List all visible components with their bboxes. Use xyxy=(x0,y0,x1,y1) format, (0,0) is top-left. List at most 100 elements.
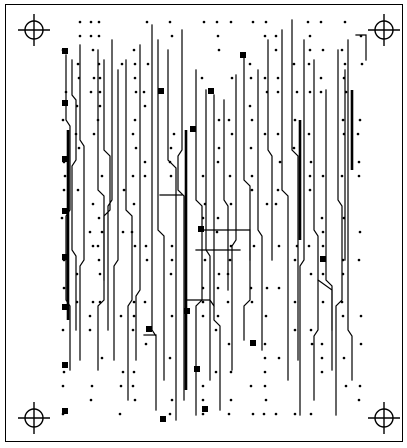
via xyxy=(274,48,278,52)
via xyxy=(358,230,362,234)
via xyxy=(133,398,137,402)
via xyxy=(61,328,65,332)
trace xyxy=(257,69,263,351)
via xyxy=(200,76,204,80)
via xyxy=(201,314,205,318)
via xyxy=(62,188,66,192)
pad xyxy=(208,88,214,94)
via xyxy=(170,34,174,38)
via xyxy=(145,20,149,24)
via xyxy=(119,314,123,318)
crosshair-circle-icon xyxy=(368,14,400,46)
pad xyxy=(62,362,68,368)
via xyxy=(215,230,219,234)
via xyxy=(342,216,346,220)
via xyxy=(321,174,325,178)
via xyxy=(229,20,233,24)
via xyxy=(201,216,205,220)
via xyxy=(75,272,79,276)
via xyxy=(264,314,268,318)
via xyxy=(359,314,363,318)
via xyxy=(92,76,96,80)
trace xyxy=(335,49,343,416)
via xyxy=(92,132,96,136)
via xyxy=(143,300,147,304)
via xyxy=(90,384,94,388)
pad xyxy=(194,366,200,372)
via xyxy=(216,286,220,290)
via xyxy=(214,370,218,374)
trace xyxy=(291,19,299,361)
trace xyxy=(167,49,177,421)
via xyxy=(131,174,135,178)
via xyxy=(342,76,346,80)
via xyxy=(321,230,325,234)
via xyxy=(214,328,218,332)
via xyxy=(146,62,150,66)
via xyxy=(342,356,346,360)
via xyxy=(144,342,148,346)
pad xyxy=(250,340,256,346)
via xyxy=(357,398,361,402)
via xyxy=(358,384,362,388)
board-outline xyxy=(5,4,403,442)
via xyxy=(277,286,281,290)
via xyxy=(98,76,102,80)
via xyxy=(132,202,136,206)
via xyxy=(88,314,92,318)
via xyxy=(341,314,345,318)
via xyxy=(169,174,173,178)
via xyxy=(61,118,65,122)
via xyxy=(307,62,311,66)
via xyxy=(250,118,254,122)
trace xyxy=(317,279,333,331)
trace xyxy=(125,59,133,401)
via xyxy=(357,174,361,178)
via xyxy=(142,90,146,94)
via xyxy=(62,160,66,164)
via xyxy=(341,258,345,262)
via xyxy=(216,160,220,164)
via xyxy=(168,20,172,24)
via xyxy=(132,48,136,52)
via xyxy=(169,146,173,150)
via xyxy=(97,62,101,66)
via xyxy=(100,356,104,360)
via xyxy=(264,20,268,24)
via xyxy=(100,230,104,234)
via xyxy=(309,328,313,332)
via xyxy=(274,34,278,38)
via xyxy=(293,258,297,262)
via xyxy=(97,258,101,262)
via xyxy=(91,202,95,206)
via xyxy=(98,272,102,276)
via xyxy=(341,272,345,276)
via xyxy=(264,398,268,402)
via xyxy=(134,146,138,150)
via xyxy=(340,48,344,52)
via xyxy=(74,132,78,136)
via xyxy=(265,90,269,94)
via xyxy=(343,62,347,66)
via xyxy=(89,34,93,38)
via xyxy=(274,202,278,206)
trace xyxy=(199,229,251,261)
via xyxy=(132,370,136,374)
via xyxy=(98,104,102,108)
via xyxy=(344,90,348,94)
via xyxy=(263,132,267,136)
via xyxy=(97,20,101,24)
via xyxy=(340,174,344,178)
via xyxy=(248,104,252,108)
trace xyxy=(205,89,211,381)
via xyxy=(293,412,297,416)
via xyxy=(170,258,174,262)
via xyxy=(263,76,267,80)
via xyxy=(265,202,269,206)
via xyxy=(132,314,136,318)
via xyxy=(248,62,252,66)
via xyxy=(78,34,82,38)
via xyxy=(76,62,80,66)
via xyxy=(75,104,79,108)
via xyxy=(277,244,281,248)
